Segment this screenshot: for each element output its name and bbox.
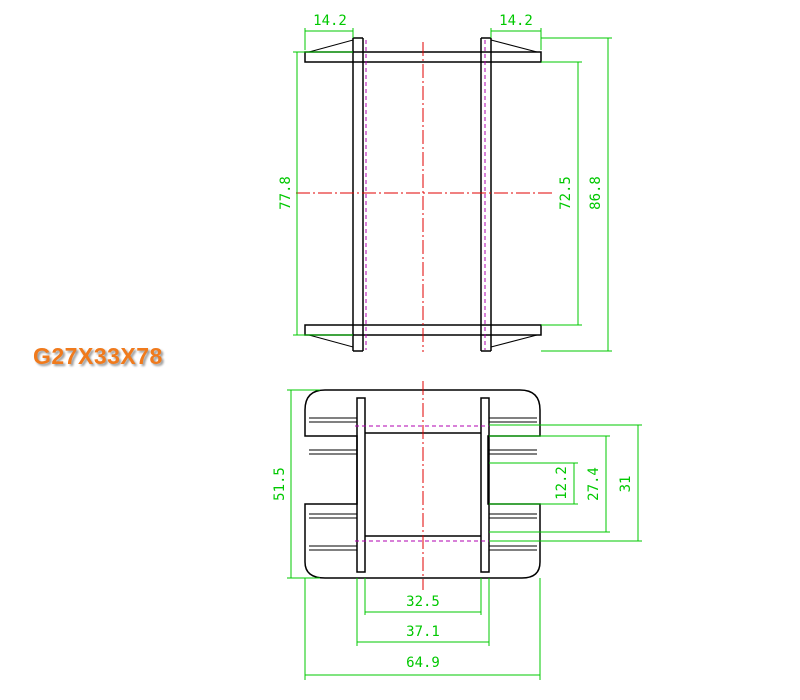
dimensions: 14.2 14.2 77.8 72.5 86.8 51.5 12.2 (272, 13, 642, 680)
upper-right-latch (490, 39, 538, 53)
dim-flange-left: 14.2 (313, 13, 347, 29)
part-label: G27X33X78 (33, 343, 163, 369)
left-post (356, 397, 366, 573)
lower-left-latch (308, 334, 354, 348)
upper-left-latch (308, 39, 354, 53)
dim-height-right: 86.8 (588, 176, 604, 210)
dim-inner-height: 72.5 (558, 176, 574, 210)
dim-overall-width: 64.9 (406, 655, 440, 671)
plan-view (304, 381, 541, 590)
base-outline (304, 389, 541, 579)
right-post (480, 397, 490, 573)
dim-height-left: 77.8 (278, 176, 294, 210)
front-view (296, 37, 553, 352)
dim-core-width: 27.4 (586, 467, 602, 501)
dim-slot-width: 31 (618, 476, 634, 493)
dim-flange-right: 14.2 (499, 13, 533, 29)
lower-right-latch (490, 334, 538, 348)
dim-window-width: 12.2 (554, 466, 570, 500)
dim-depth: 51.5 (272, 467, 288, 501)
dim-inner-span: 32.5 (406, 594, 440, 610)
dim-outer-span: 37.1 (406, 624, 440, 640)
